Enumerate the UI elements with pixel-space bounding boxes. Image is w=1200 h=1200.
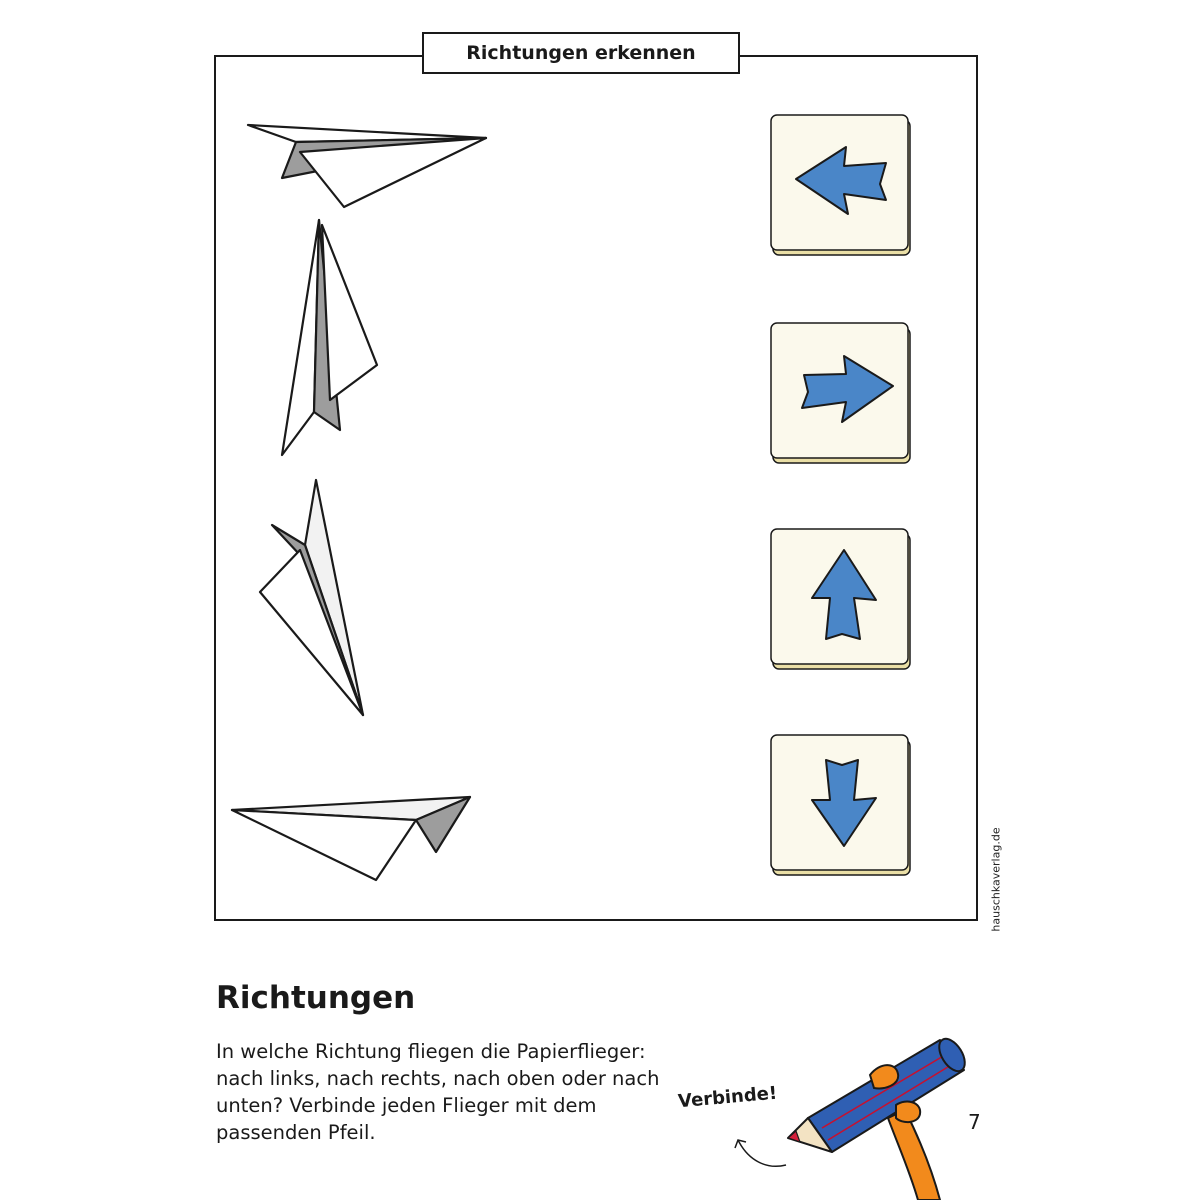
pencil-in-hand-icon	[734, 1037, 966, 1200]
arrow-up-icon	[811, 549, 877, 640]
paper-plane-up-icon	[280, 218, 379, 457]
arrow-card-right	[770, 322, 911, 464]
arrow-card-down	[770, 734, 911, 876]
paper-plane-up-icon	[258, 478, 365, 717]
page-number: 7	[968, 1110, 981, 1134]
paper-plane-right-icon	[246, 123, 488, 209]
paper-plane-left-icon	[230, 795, 472, 882]
arrow-down-icon	[811, 759, 877, 847]
arrow-card-left	[770, 114, 911, 256]
arrow-right-icon	[801, 355, 894, 423]
publisher-url: hauschkaverlag.de	[989, 826, 1003, 932]
worksheet-title: Richtungen erkennen	[422, 32, 740, 74]
arrow-left-icon	[795, 146, 887, 215]
task-heading: Richtungen	[216, 980, 416, 1016]
arrow-card-up	[770, 528, 911, 670]
task-instructions: In welche Richtung fliegen die Papierfli…	[216, 1040, 660, 1144]
